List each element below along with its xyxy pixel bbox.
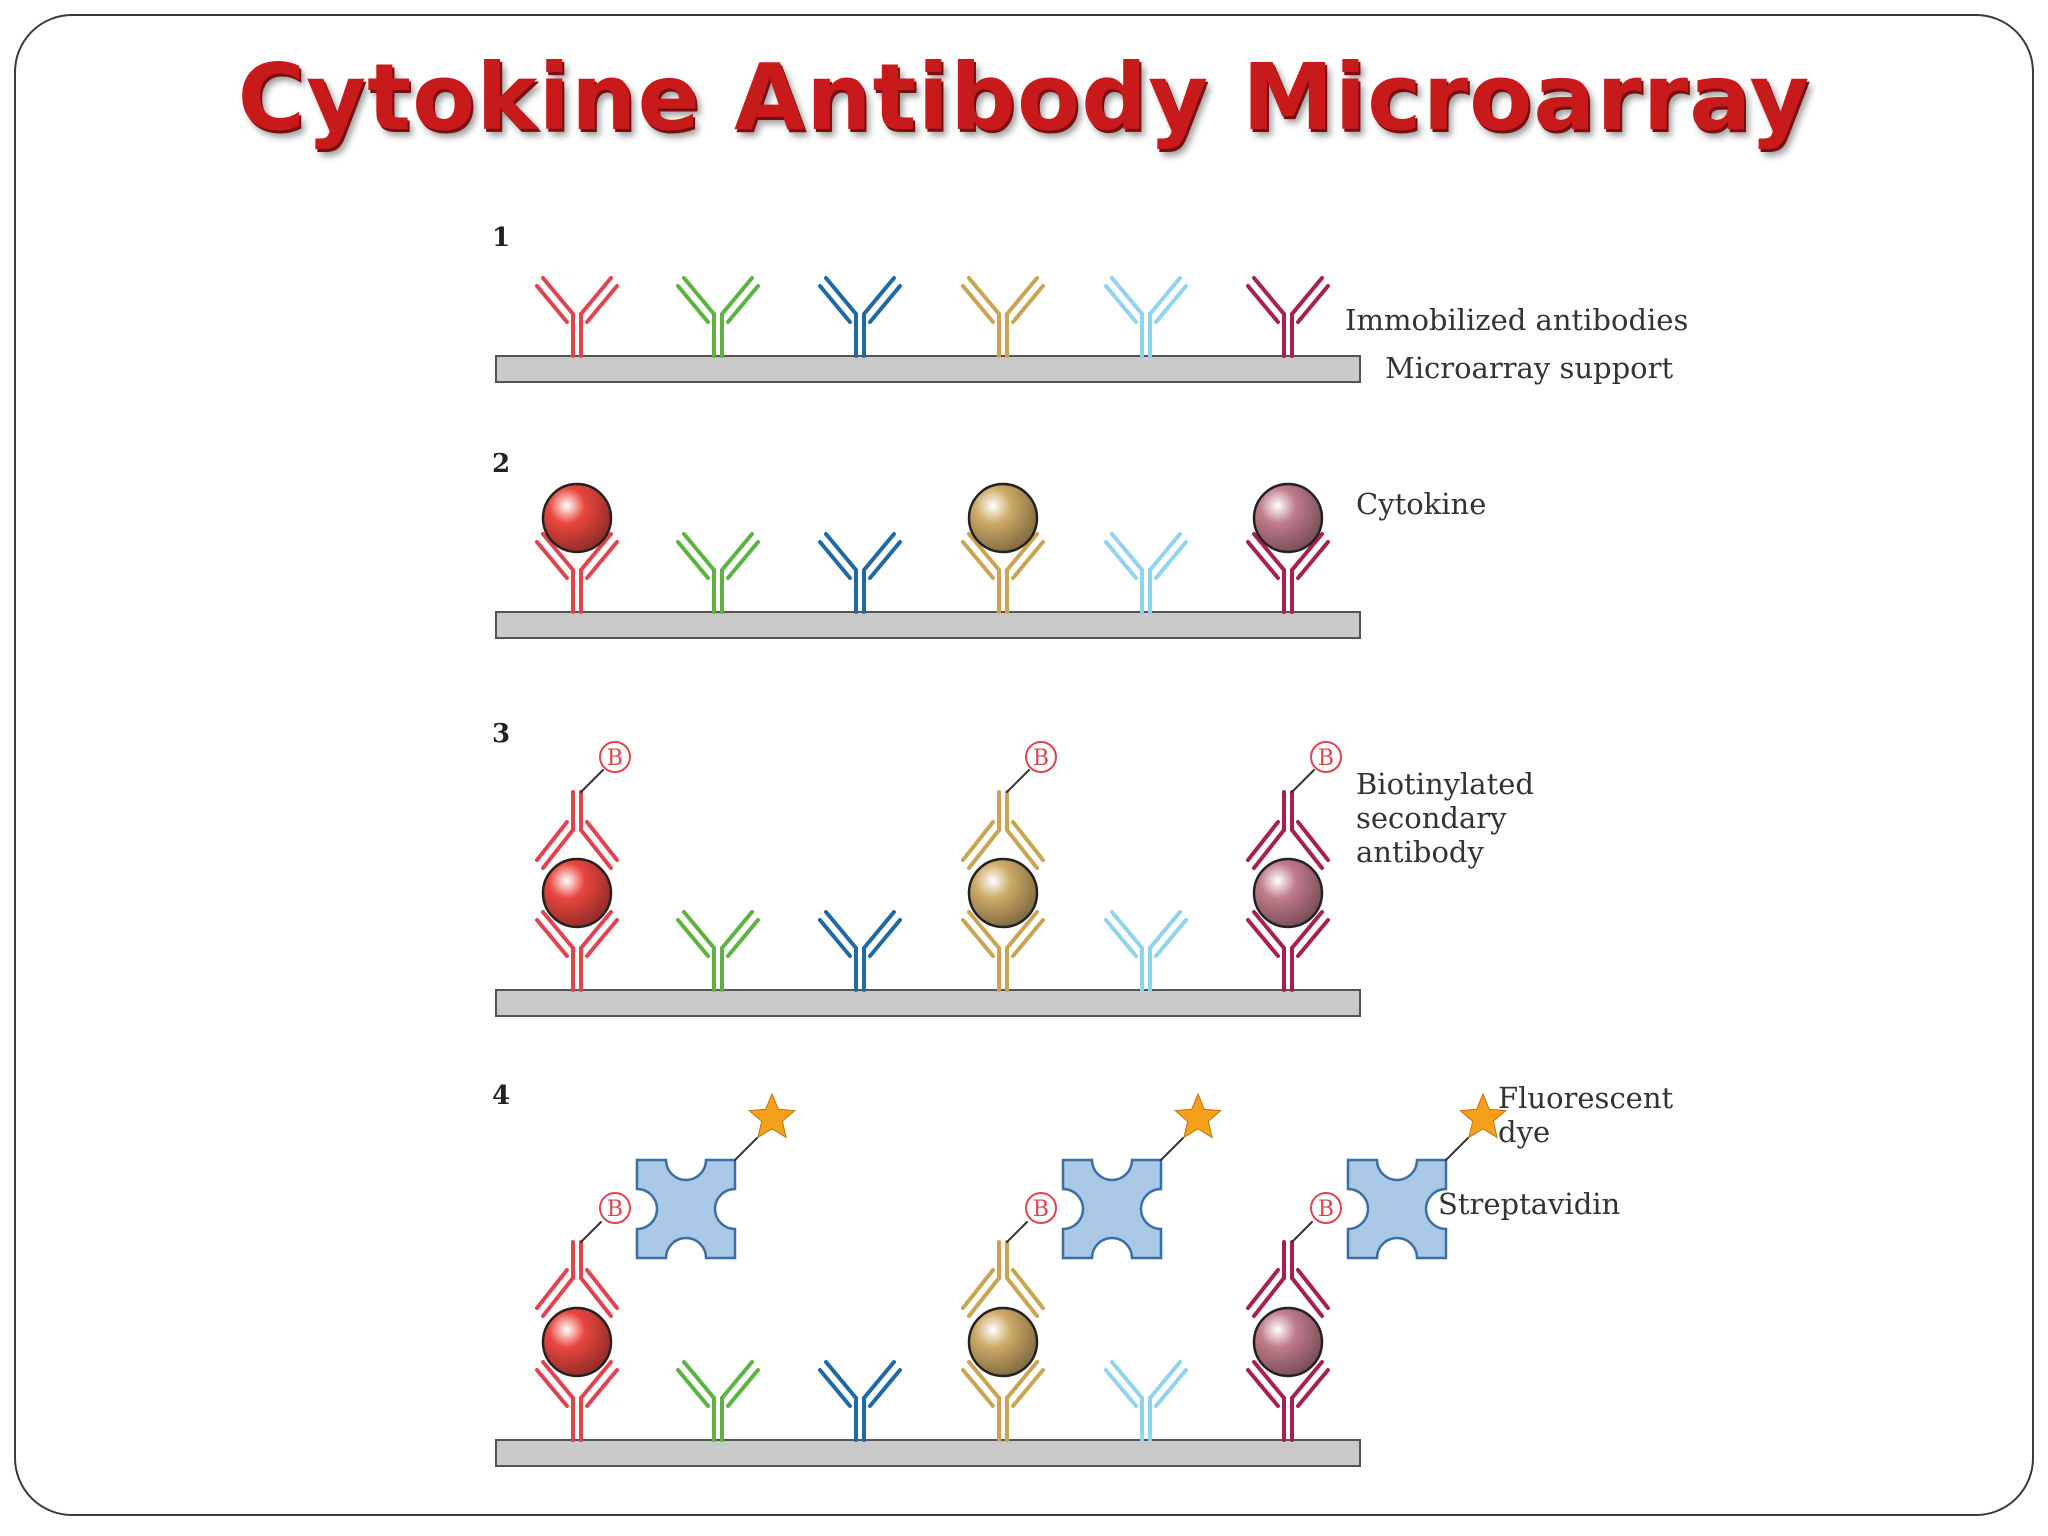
star-icon xyxy=(747,1092,797,1139)
antibody-icon xyxy=(961,910,1045,992)
antibody-icon xyxy=(1104,1360,1188,1442)
antibody-icon xyxy=(676,910,760,992)
microarray-support xyxy=(495,989,1361,1017)
cytokine-icon xyxy=(541,857,613,929)
secondary-antibody-icon xyxy=(961,1240,1045,1318)
antibody-icon xyxy=(818,532,902,614)
antibody-icon xyxy=(676,276,760,358)
antibody-icon xyxy=(1104,276,1188,358)
step-3: 3 B B B Biotinylated secondary antibody xyxy=(492,719,1534,1017)
biotin-icon: B xyxy=(599,741,631,773)
step-number: 4 xyxy=(492,1081,510,1111)
antibody-icon xyxy=(535,1360,619,1442)
antibody-icon xyxy=(961,276,1045,358)
step-number: 2 xyxy=(492,449,510,479)
microarray-support xyxy=(495,355,1361,383)
antibody-icon xyxy=(961,532,1045,614)
antibody-icon xyxy=(1104,532,1188,614)
label-secondary: secondary xyxy=(1356,801,1507,835)
biotin-icon: B xyxy=(1310,1192,1342,1224)
label-antibody: antibody xyxy=(1356,835,1484,869)
biotin-label: B xyxy=(1318,1197,1334,1222)
biotin-label: B xyxy=(607,746,623,771)
streptavidin-icon xyxy=(1346,1158,1448,1260)
antibody-icon xyxy=(1246,1360,1330,1442)
antibody-icon xyxy=(676,1360,760,1442)
secondary-antibody-icon xyxy=(535,1240,619,1318)
slide-frame xyxy=(14,14,2034,1516)
label-fluorescent: Fluorescent xyxy=(1498,1081,1674,1115)
microarray-support xyxy=(495,611,1361,639)
biotin-icon: B xyxy=(599,1192,631,1224)
secondary-antibody-icon xyxy=(961,790,1045,870)
label-cytokine: Cytokine xyxy=(1356,487,1486,521)
antibody-icon xyxy=(818,1360,902,1442)
streptavidin-icon xyxy=(1061,1158,1163,1260)
label-streptavidin: Streptavidin xyxy=(1438,1187,1620,1221)
biotin-label: B xyxy=(1033,746,1049,771)
antibody-icon xyxy=(1246,910,1330,992)
secondary-antibody-icon xyxy=(535,790,619,870)
cytokine-icon xyxy=(1252,857,1324,929)
antibody-icon xyxy=(1246,532,1330,614)
antibody-icon xyxy=(1104,910,1188,992)
antibody-icon xyxy=(1246,276,1330,358)
antibody-icon xyxy=(818,910,902,992)
antibody-icon xyxy=(535,276,619,358)
star-icon xyxy=(1173,1092,1223,1139)
biotin-icon: B xyxy=(1310,741,1342,773)
cytokine-icon xyxy=(967,857,1039,929)
label-dye: dye xyxy=(1498,1115,1550,1149)
label-microarray-support: Microarray support xyxy=(1385,351,1673,385)
antibody-icon xyxy=(818,276,902,358)
biotin-label: B xyxy=(607,1197,623,1222)
step-2: 2 Cytokine xyxy=(492,449,1486,639)
step-number: 1 xyxy=(492,223,510,253)
antibody-icon xyxy=(535,910,619,992)
star-icon xyxy=(1458,1092,1508,1139)
biotin-icon: B xyxy=(1025,741,1057,773)
antibody-icon xyxy=(535,532,619,614)
step-1: 1 Immobilized antibodies Microarray supp… xyxy=(492,223,1688,385)
streptavidin-icon xyxy=(635,1158,737,1260)
cytokine-icon xyxy=(1252,482,1324,554)
biotin-icon: B xyxy=(1025,1192,1057,1224)
secondary-antibody-icon xyxy=(1246,1240,1330,1318)
antibody-icon xyxy=(961,1360,1045,1442)
step-number: 3 xyxy=(492,719,510,749)
label-biotinylated: Biotinylated xyxy=(1356,767,1534,801)
slide-title: Cytokine Antibody Microarray xyxy=(237,44,1811,151)
label-immobilized-antibodies: Immobilized antibodies xyxy=(1345,303,1688,337)
biotin-label: B xyxy=(1033,1197,1049,1222)
secondary-antibody-icon xyxy=(1246,790,1330,870)
cytokine-icon xyxy=(967,482,1039,554)
biotin-label: B xyxy=(1318,746,1334,771)
antibody-icon xyxy=(676,532,760,614)
step-4: 4 B B B Fluorescent dye Streptavidin xyxy=(492,1081,1674,1467)
cytokine-icon xyxy=(1252,1306,1324,1378)
cytokine-icon xyxy=(541,482,613,554)
cytokine-icon xyxy=(967,1306,1039,1378)
microarray-support xyxy=(495,1439,1361,1467)
cytokine-icon xyxy=(541,1306,613,1378)
